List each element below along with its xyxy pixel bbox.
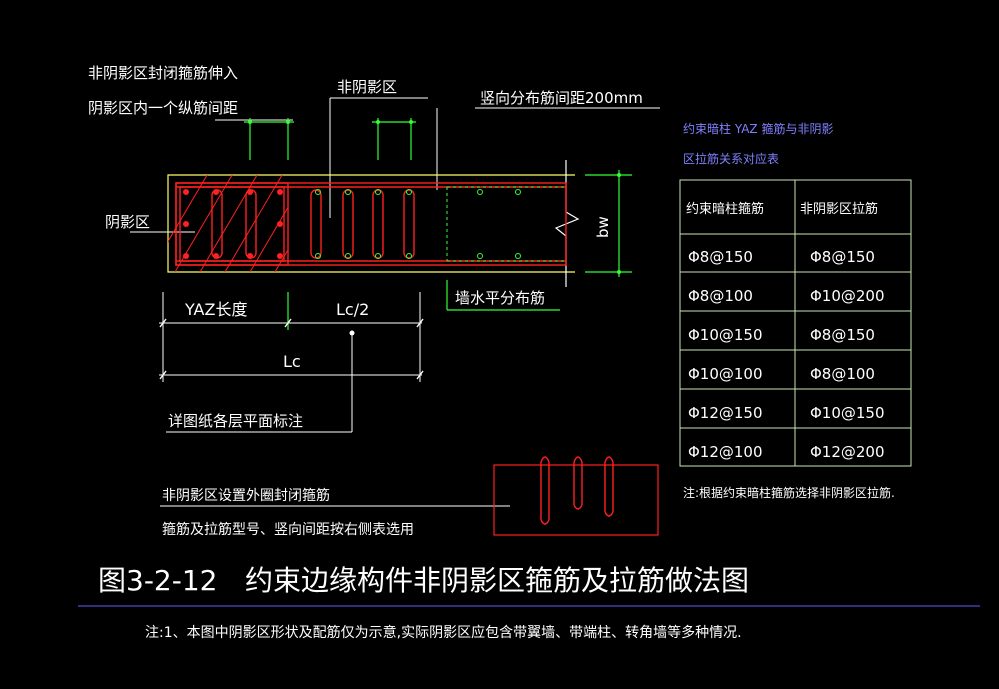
wall-horizontal-bars [446, 186, 566, 262]
table-cell: Φ8@150 [810, 326, 875, 344]
shadow-zone-hatching [168, 175, 288, 272]
relation-table [679, 179, 912, 467]
label-lc2: Lc/2 [336, 300, 369, 319]
label-shadow: 阴影区 [105, 213, 150, 231]
label-detail-note: 详图纸各层平面标注 [168, 412, 303, 430]
label-wall-horizontal: 墙水平分布筋 [455, 289, 545, 307]
longitudinal-bars [183, 189, 283, 259]
table-cell: Φ10@150 [688, 326, 763, 344]
table-cell: Φ8@100 [688, 287, 753, 305]
distribution-bars [315, 189, 521, 259]
figure-title: 约束边缘构件非阴影区箍筋及拉筋做法图 [245, 564, 749, 597]
table-title-1: 约束暗柱 YAZ 箍筋与非阴影 [683, 121, 833, 136]
break-line [554, 160, 580, 287]
table-cell: Φ8@150 [688, 248, 753, 266]
label-bw: bw [594, 216, 612, 238]
dimension-ticks [159, 318, 424, 380]
table-cell: Φ8@150 [810, 248, 875, 266]
table-cell: Φ12@200 [810, 443, 885, 461]
label-closed-stirrup-2: 箍筋及拉筋型号、竖向间距按右侧表选用 [162, 521, 414, 538]
label-non-shadow: 非阴影区 [337, 78, 397, 96]
rebar-hoops [175, 182, 567, 266]
label-closed-stirrup-1: 非阴影区设置外圈封闭箍筋 [162, 487, 330, 504]
label-non-shadow-top-1: 非阴影区封闭箍筋伸入 [88, 64, 238, 82]
closed-stirrup-sketch [493, 456, 659, 536]
table-cell: Φ10@150 [810, 404, 885, 422]
table-cell: Φ10@200 [810, 287, 885, 305]
table-cell: Φ12@150 [688, 404, 763, 422]
table-header-tie: 非阴影区拉筋 [800, 201, 878, 217]
figure-number: 图3-2-12 [98, 564, 217, 597]
label-lc: Lc [283, 352, 301, 371]
table-title-2: 区拉筋关系对应表 [683, 151, 779, 166]
wall-section [159, 120, 621, 380]
label-vertical-spacing: 竖向分布筋间距200mm [480, 89, 643, 107]
label-yaz-length: YAZ长度 [184, 300, 247, 319]
table-header-hoop: 约束暗柱箍筋 [686, 201, 764, 217]
footnote: 注:1、本图中阴影区形状及配筋仅为示意,实际阴影区应包含带翼墙、带端柱、转角墙等… [145, 624, 742, 641]
leader-dot [349, 330, 355, 336]
leader-lines [130, 97, 660, 507]
label-non-shadow-top-2: 阴影区内一个纵筋间距 [88, 99, 238, 117]
table-cell: Φ8@100 [810, 365, 875, 383]
table-cell: Φ10@100 [688, 365, 763, 383]
table-note: 注:根据约束暗柱箍筋选择非阴影区拉筋. [683, 485, 895, 500]
table-cell: Φ12@100 [688, 443, 763, 461]
dimension-lines [244, 118, 632, 330]
concrete-outline [167, 174, 575, 273]
